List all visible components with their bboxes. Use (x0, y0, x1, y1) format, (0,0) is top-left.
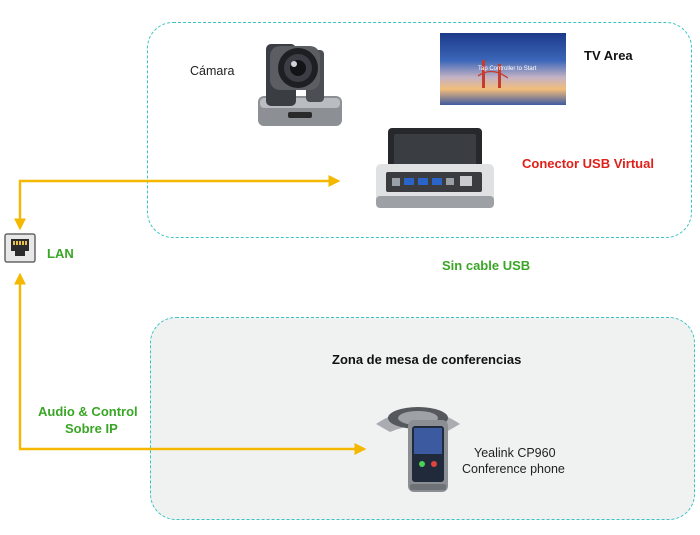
lan-label: LAN (47, 246, 74, 261)
ethernet-port-icon (4, 233, 36, 263)
no-usb-label: Sin cable USB (442, 258, 531, 273)
phone-model-label: Yealink CP960 (474, 446, 556, 460)
tv-screen-icon (440, 33, 566, 105)
phone-type-label: Conference phone (462, 462, 565, 476)
usb-connector-label: Conector USB Virtual (522, 156, 654, 171)
bridge-decoration (478, 60, 508, 88)
audio-control-label-line1: Audio & Control (38, 404, 138, 419)
room-zone-top (147, 22, 692, 238)
wire-lan-to-phone (14, 272, 367, 455)
audio-control-label-line2: Sobre IP (65, 421, 118, 436)
camera-icon (258, 44, 342, 126)
conference-phone-icon (376, 407, 460, 492)
conference-zone-title: Zona de mesa de conferencias (332, 352, 522, 367)
tv-area-label: TV Area (584, 48, 633, 63)
tv-screen-text: Tap Controller to Start (478, 66, 537, 72)
usb-hub-icon (376, 128, 494, 208)
wire-lan-to-usb (14, 175, 341, 231)
camera-label: Cámara (190, 64, 235, 78)
